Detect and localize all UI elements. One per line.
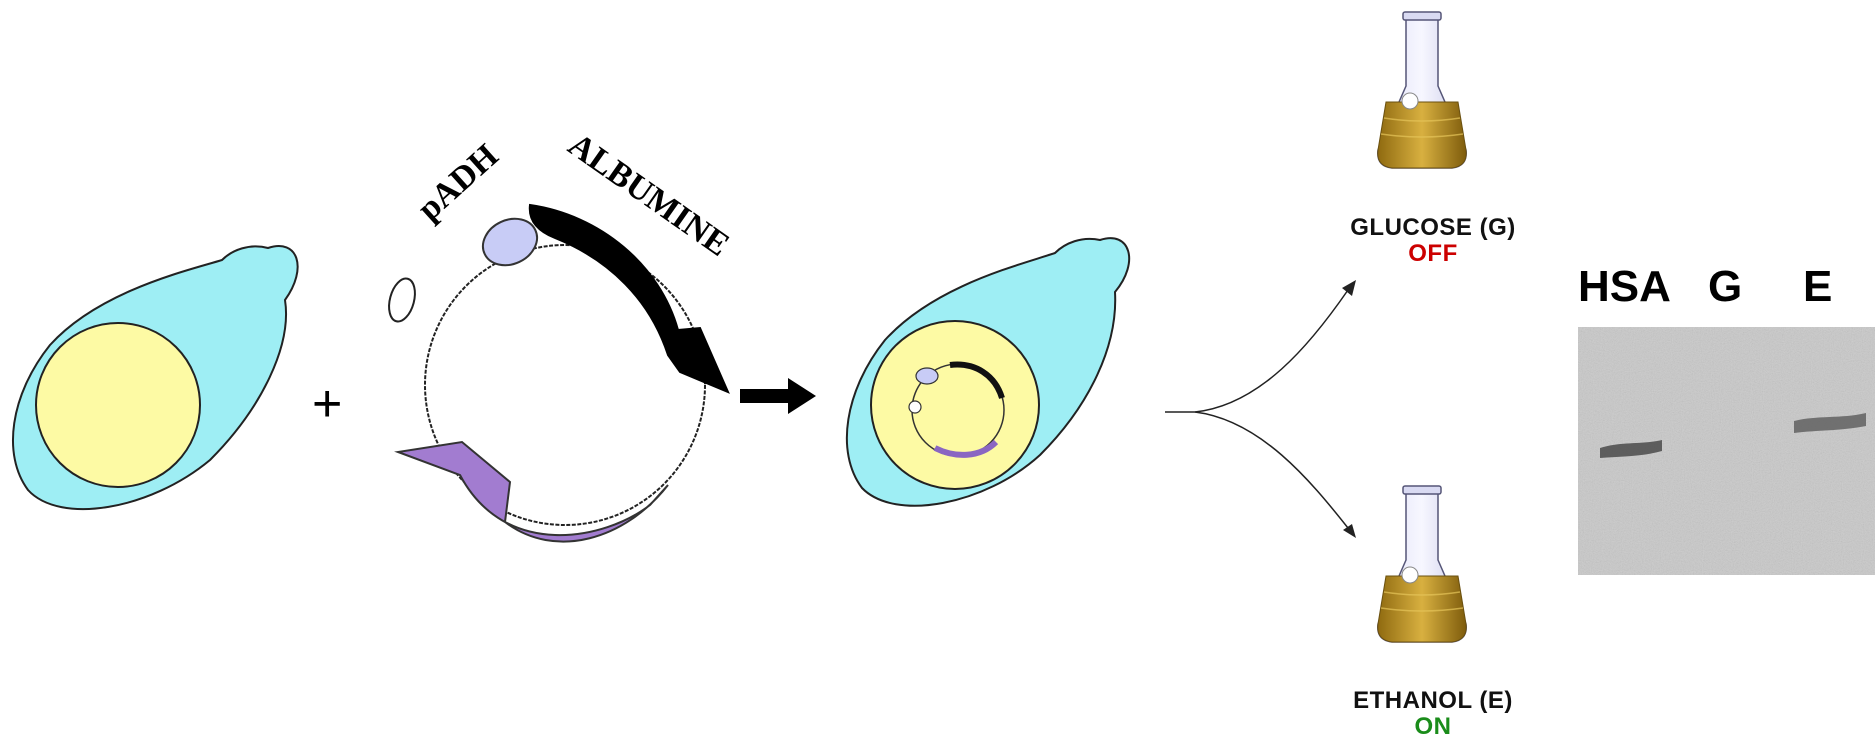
condition-glucose: GLUCOSE (G) OFF [1318,215,1548,267]
branch-arrows [1165,280,1356,538]
flask-glucose [1378,12,1466,168]
condition-glucose-name: GLUCOSE (G) [1318,215,1548,241]
condition-ethanol-name: ETHANOL (E) [1318,688,1548,714]
condition-ethanol: ETHANOL (E) ON [1318,688,1548,740]
condition-glucose-state: OFF [1318,241,1548,267]
origin-shape [385,276,420,325]
yeast-cell-transformed [847,238,1129,506]
selection-marker-arrow [398,442,668,542]
plus-sign: + [312,378,342,430]
lane-label-hsa: HSA [1578,262,1671,312]
lane-label-g: G [1708,262,1742,312]
lane-label-e: E [1803,262,1832,312]
nucleus-transformed [871,321,1039,489]
yeast-cell-left [13,246,298,509]
gel-svg [1578,327,1875,575]
transformation-arrow [740,378,816,414]
promoter-label: pADH [411,137,506,228]
flask-ethanol [1378,486,1466,642]
plasmid: pADH ALBUMINE [385,126,736,541]
integrated-promoter [916,368,938,384]
western-blot-gel [1578,327,1875,575]
condition-ethanol-state: ON [1318,714,1548,740]
integrated-origin [909,401,921,413]
nucleus-left [36,323,200,487]
